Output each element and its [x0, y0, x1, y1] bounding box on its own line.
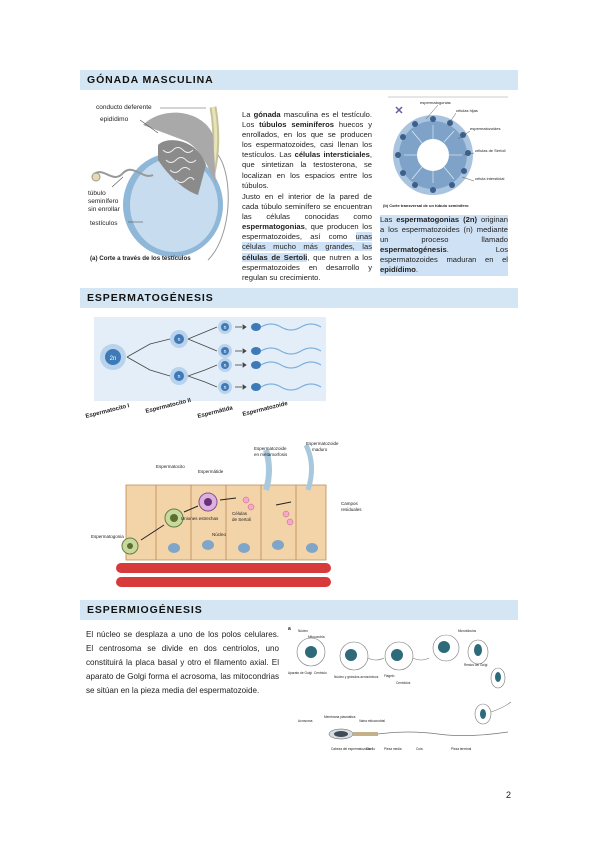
svg-text:n: n [224, 385, 227, 391]
tubule-wall-figure: Espermatocito Espermátide Uniones estrec… [91, 441, 362, 587]
svg-text:de Sertoli: de Sertoli [232, 517, 251, 522]
spermatogenesis-diagram: 2n n n n n n n Espermatocito [85, 317, 326, 420]
label-conducto: conducto deferente [96, 104, 152, 111]
svg-text:Espermatozoide: Espermatozoide [306, 441, 339, 446]
svg-text:Cola: Cola [416, 747, 423, 751]
page-number: 2 [506, 790, 512, 800]
svg-text:Restos del Golgi: Restos del Golgi [464, 663, 488, 667]
espermiogenesis-paragraph: El núcleo se desplaza a uno de los polos… [86, 630, 279, 695]
svg-text:Centriolo: Centriolo [314, 671, 327, 675]
svg-text:Membrana plasmática: Membrana plasmática [324, 715, 356, 719]
svg-text:n: n [224, 349, 227, 355]
section-title: ESPERMIOGÉNESIS [87, 604, 203, 616]
section-header-espermiogenesis: ESPERMIOGÉNESIS [80, 600, 518, 620]
svg-text:Flagelo: Flagelo [384, 674, 395, 678]
svg-text:n: n [178, 374, 181, 380]
section-header-gonada: GÓNADA MASCULINA [80, 70, 518, 90]
svg-text:Cuello: Cuello [366, 747, 375, 751]
svg-text:Campos: Campos [341, 501, 359, 506]
stage-label-3: Espermátida [197, 405, 234, 420]
svg-text:Espermatocito: Espermatocito [156, 464, 185, 469]
svg-text:Células: Células [232, 511, 248, 516]
svg-text:espermatozoides: espermatozoides [470, 126, 500, 131]
gonada-paragraph-1: La gónada masculina es el testículo. Los… [242, 110, 373, 190]
gonada-side-text: Las espermatogonias (2n) originan a los … [380, 215, 508, 276]
section-title: ESPERMATOGÉNESIS [87, 292, 214, 304]
svg-text:n: n [224, 363, 227, 369]
svg-text:células de Sertoli: células de Sertoli [475, 148, 506, 153]
svg-text:n: n [224, 325, 227, 331]
svg-text:Espermátide: Espermátide [198, 469, 224, 474]
gonada-paragraph-2: Justo en el interior de la pared de cada… [242, 192, 372, 282]
svg-text:Espermatozoide: Espermatozoide [254, 446, 287, 451]
stage-label-1: Espermatocito I [85, 403, 130, 420]
svg-text:Núcleo y gránulos acrosómicos: Núcleo y gránulos acrosómicos [334, 675, 379, 679]
figure-caption-b: (b) Corte transversal de un túbulo semin… [383, 203, 469, 208]
section-header-espermatogenesis: ESPERMATOGÉNESIS [80, 288, 518, 308]
svg-text:espermatogonias: espermatogonias [420, 100, 451, 105]
svg-text:Microtúbulos: Microtúbulos [458, 629, 476, 633]
svg-text:residuales: residuales [341, 507, 362, 512]
section-title: GÓNADA MASCULINA [87, 74, 214, 86]
svg-text:a: a [288, 626, 291, 632]
label-tubulo-1: túbulo [88, 190, 106, 197]
label-tubulo-3: sin enrollar [88, 206, 121, 213]
label-tubulo-2: seminífero [88, 198, 119, 205]
svg-text:Acrosoma: Acrosoma [298, 719, 313, 723]
svg-text:Núcleo: Núcleo [212, 532, 227, 537]
figure-caption-a: (a) Corte a través de los testículos [90, 255, 191, 262]
tubule-cross-section-figure: espermatogonias células hijas espermatoz… [378, 95, 513, 210]
svg-text:Centriolos: Centriolos [396, 681, 411, 685]
svg-text:Mitocondria: Mitocondria [308, 635, 325, 639]
svg-text:en metamorfosis: en metamorfosis [254, 452, 288, 457]
svg-text:Espermatogonia: Espermatogonia [91, 534, 124, 539]
label-epididimo: epidídimo [100, 116, 129, 123]
svg-text:Pieza terminal: Pieza terminal [451, 747, 471, 751]
svg-text:Aparato de Golgi: Aparato de Golgi [288, 671, 312, 675]
svg-text:células hijas: células hijas [456, 108, 478, 113]
svg-text:maduro: maduro [312, 447, 328, 452]
label-testiculos: testículos [90, 220, 118, 227]
cell-2n: 2n [110, 356, 117, 362]
svg-text:Pieza media: Pieza media [384, 747, 402, 751]
svg-text:Cabeza del espermatozoide: Cabeza del espermatozoide [331, 747, 371, 751]
svg-text:Vaina mitocondrial: Vaina mitocondrial [359, 719, 385, 723]
testis-figure: conducto deferente epidídimo túbulo semi… [88, 95, 238, 265]
svg-text:n: n [178, 337, 181, 343]
spermiogenesis-figure: a Núcleo Mitocondria Aparato de Golgi Ce… [286, 622, 516, 762]
svg-text:Núcleo: Núcleo [298, 629, 308, 633]
svg-text:célula intersticial: célula intersticial [475, 176, 504, 181]
svg-text:Uniones estrechas: Uniones estrechas [181, 516, 219, 521]
stage-label-4: Espermatozoide [242, 401, 289, 418]
